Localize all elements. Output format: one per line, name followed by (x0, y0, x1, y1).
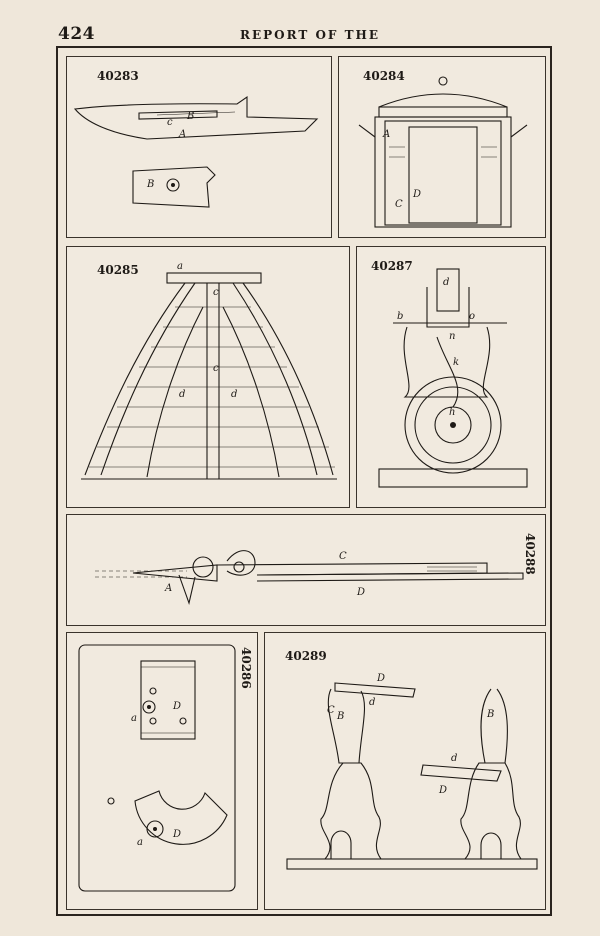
part-label: B (486, 709, 494, 720)
part-label: n (449, 331, 455, 342)
figure-drawing-40287: d b o n k h (378, 268, 528, 488)
figure-panel-40283: 40283 c B A B (66, 56, 332, 238)
part-label: d (179, 389, 185, 400)
part-label: A (164, 583, 172, 594)
figure-drawing-40289: D C B d B d D (286, 673, 538, 870)
figure-panel-40289: 40289 D C B d B d D (264, 632, 546, 910)
figure-panel-40285: 40285 a c c d d (66, 246, 350, 508)
part-label: c (167, 117, 173, 128)
part-label: D (376, 673, 385, 684)
figure-number: 40283 (97, 69, 139, 83)
part-label: A (382, 129, 390, 140)
part-label: C (395, 199, 403, 210)
part-label: c (213, 287, 219, 298)
figure-panel-40288: 40288 C A D (66, 514, 546, 626)
part-label: B (186, 111, 194, 122)
part-label: A (178, 129, 186, 140)
figure-drawing-40286: D a D a (78, 644, 236, 892)
part-label: B (146, 179, 154, 190)
part-label: D (412, 189, 421, 200)
part-label: B (336, 711, 344, 722)
part-label: a (177, 261, 183, 272)
part-label: C (339, 551, 347, 562)
figure-number: 40285 (97, 263, 139, 277)
part-label: b (397, 311, 403, 322)
part-label: a (131, 713, 137, 724)
figure-number: 40284 (363, 69, 405, 83)
figure-number: 40289 (285, 649, 327, 663)
figure-drawing-40285: a c c d d (81, 261, 337, 480)
part-label: d (231, 389, 237, 400)
part-label: C (327, 705, 335, 716)
part-label: d (443, 277, 449, 288)
part-label: d (451, 753, 457, 764)
figure-number: 40287 (371, 259, 413, 273)
figure-drawing-40288: C A D (95, 550, 524, 605)
part-label: h (449, 407, 455, 418)
running-head: REPORT OF THE (240, 28, 381, 42)
plate-frame: 40283 c B A B 40284 A D C (56, 46, 552, 916)
part-label: k (453, 357, 459, 368)
part-label: a (137, 837, 143, 848)
figure-panel-40286: 40286 D a D a (66, 632, 258, 910)
part-label: D (438, 785, 447, 796)
part-label: D (172, 701, 181, 712)
part-label: o (469, 311, 475, 322)
figure-panel-40287: 40287 d b o n k h (356, 246, 546, 508)
part-label: c (213, 363, 219, 374)
figure-drawing-40283: c B A B (73, 95, 319, 208)
figure-panel-40284: 40284 A D C (338, 56, 546, 238)
part-label: D (356, 587, 365, 598)
part-label: D (172, 829, 181, 840)
page-number: 424 (58, 24, 95, 44)
page-header: 424 REPORT OF THE (0, 22, 600, 44)
part-label: d (369, 697, 375, 708)
figure-drawing-40284: A D C (358, 76, 528, 228)
